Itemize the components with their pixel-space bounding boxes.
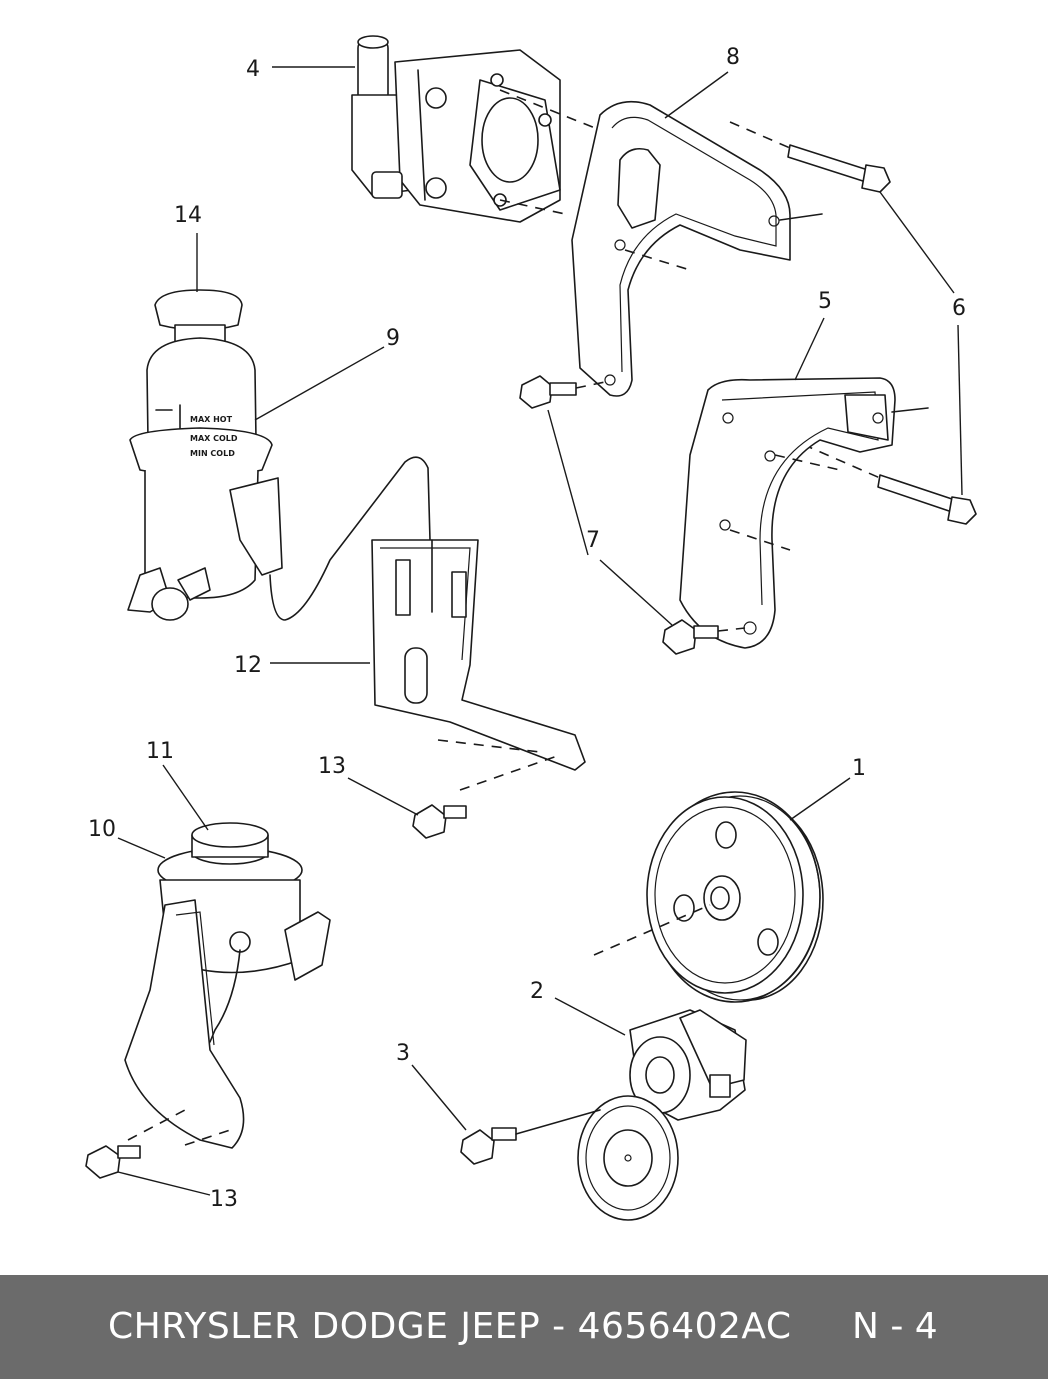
pump-pulley <box>593 791 824 1003</box>
callout-13-lower: 13 <box>210 1187 238 1212</box>
callouts: 4 8 14 9 5 6 7 12 13 1 11 10 2 3 13 <box>88 45 966 1212</box>
footer-bar: CHRYSLER DODGE JEEP - 4656402AC N - 4 <box>0 1275 1048 1379</box>
pump-bracket-lower <box>679 377 929 649</box>
callout-6: 6 <box>952 296 966 321</box>
bolt-13-middle <box>412 804 467 839</box>
power-steering-pump <box>351 35 561 223</box>
callout-13-middle: 13 <box>318 754 346 779</box>
callout-1: 1 <box>852 756 866 781</box>
callout-3: 3 <box>396 1041 410 1066</box>
callout-2: 2 <box>530 979 544 1004</box>
callout-9: 9 <box>386 326 400 351</box>
callout-8: 8 <box>726 45 740 70</box>
callout-14: 14 <box>174 203 202 228</box>
callout-4: 4 <box>246 57 260 82</box>
callout-12: 12 <box>234 653 262 678</box>
reservoir: MAX HOT MAX COLD MIN COLD <box>127 289 431 621</box>
page-reference: N - 4 <box>852 1306 938 1347</box>
callout-11: 11 <box>146 739 174 764</box>
part-number-caption: CHRYSLER DODGE JEEP - 4656402AC <box>108 1306 792 1347</box>
reservoir-mark-max-cold: MAX COLD <box>190 434 238 443</box>
leader-lines <box>117 66 963 1196</box>
parts-diagram: MAX HOT MAX COLD MIN COLD <box>85 35 977 1221</box>
reservoir-mark-min-cold: MIN COLD <box>190 449 235 458</box>
callout-5: 5 <box>818 289 832 314</box>
bolt-6-lower <box>769 429 977 525</box>
bolt-6-upper <box>729 121 891 193</box>
remote-reservoir <box>124 822 331 1149</box>
pump-bracket-upper <box>499 89 823 397</box>
callout-10: 10 <box>88 817 116 842</box>
reservoir-bracket <box>371 539 586 791</box>
bolt-3 <box>460 1109 601 1165</box>
belt-tensioner <box>577 1009 747 1221</box>
callout-7: 7 <box>586 528 600 553</box>
bolt-7-upper <box>519 375 606 409</box>
bolt-13-lower <box>85 1145 141 1179</box>
reservoir-mark-max-hot: MAX HOT <box>190 415 233 424</box>
bolt-7-lower <box>662 619 746 655</box>
